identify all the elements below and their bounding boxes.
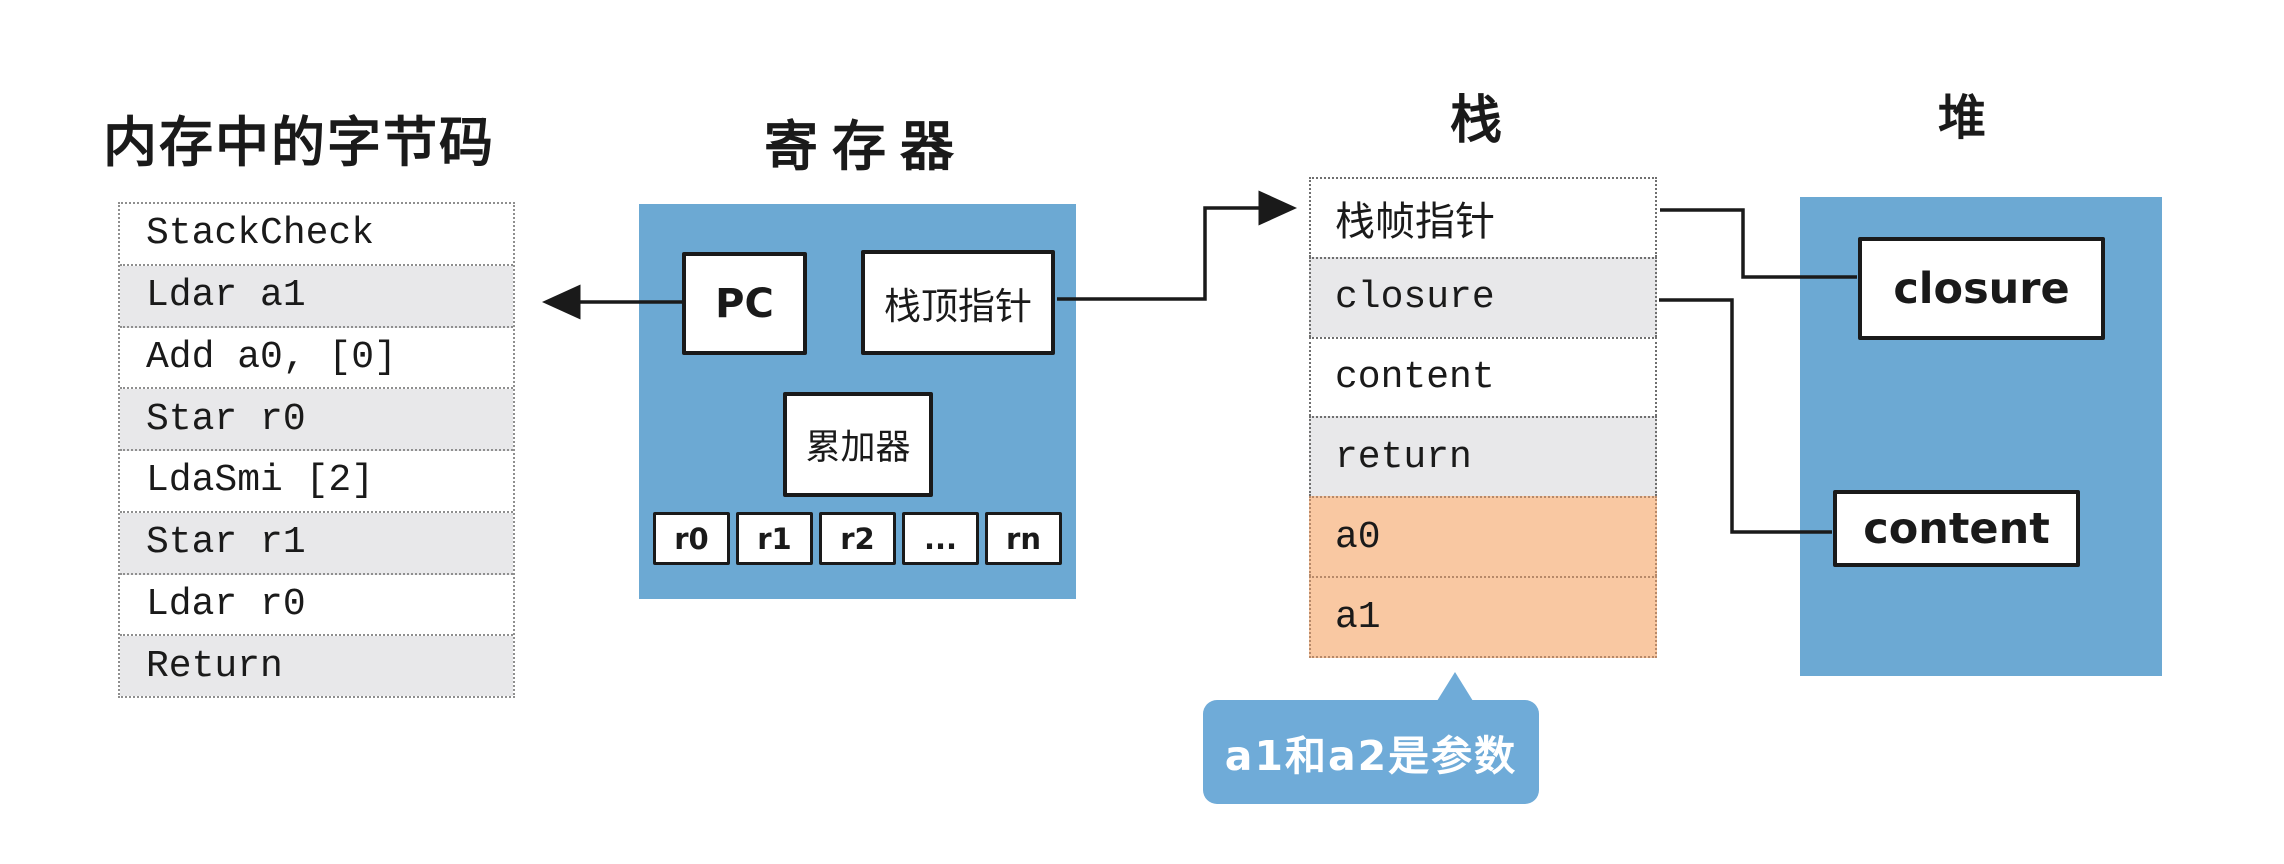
bytecode-row: Return <box>120 636 513 696</box>
register-cell-r2: r2 <box>819 512 896 565</box>
callout-pointer-triangle <box>1437 672 1473 701</box>
general-register-row: r0 r1 r2 ... rn <box>653 512 1062 565</box>
register-cell-r1: r1 <box>736 512 813 565</box>
register-cell-r0: r0 <box>653 512 730 565</box>
stack-row-closure: closure <box>1309 256 1657 337</box>
bytecode-section-title: 内存中的字节码 <box>103 111 495 174</box>
bytecode-list: StackCheck Ldar a1 Add a0, [0] Star r0 L… <box>118 202 515 698</box>
registers-panel: PC 栈顶指针 累加器 r0 r1 r2 ... rn <box>639 204 1076 599</box>
stack-row-content: content <box>1309 336 1657 417</box>
bytecode-row: Ldar a1 <box>120 265 513 328</box>
accumulator-register-box: 累加器 <box>783 392 933 497</box>
stack-top-pointer-register-box: 栈顶指针 <box>861 250 1055 355</box>
parameters-callout: a1和a2是参数 <box>1203 700 1539 804</box>
bytecode-row: LdaSmi [2] <box>120 451 513 513</box>
bytecode-row: Add a0, [0] <box>120 327 513 390</box>
stack-top-to-frame-pointer-arrow <box>1057 190 1297 301</box>
stack-row-a1: a1 <box>1309 576 1657 658</box>
bytecode-row: Ldar r0 <box>120 574 513 637</box>
bytecode-row: StackCheck <box>120 204 513 266</box>
stack-frame-list: 栈帧指针 closure content return a0 a1 <box>1309 177 1657 658</box>
heap-content-object-box: content <box>1833 490 2080 567</box>
heap-closure-object-box: closure <box>1858 237 2105 340</box>
heap-section-title: 堆 <box>1938 90 1989 146</box>
heap-panel: closure content <box>1800 197 2162 676</box>
stack-section-title: 栈 <box>1450 91 1505 151</box>
register-cell-rn: rn <box>985 512 1062 565</box>
bytecode-row: Star r0 <box>120 389 513 451</box>
registers-section-title: 寄存器 <box>764 115 968 178</box>
stack-row-a0: a0 <box>1309 496 1657 577</box>
stack-row-frame-pointer: 栈帧指针 <box>1309 177 1657 257</box>
stack-row-return: return <box>1309 416 1657 497</box>
bytecode-row: Star r1 <box>120 512 513 575</box>
pc-register-box: PC <box>682 252 807 355</box>
register-cell-ellipsis: ... <box>902 512 979 565</box>
